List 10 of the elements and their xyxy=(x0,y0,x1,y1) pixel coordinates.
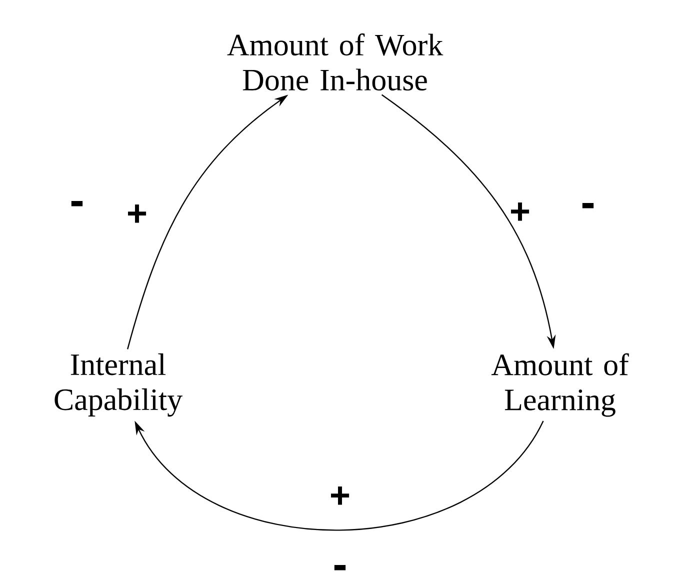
polarity-sign: - xyxy=(582,203,594,208)
polarity-sign: - xyxy=(71,201,83,206)
polarity-sign: + xyxy=(331,486,350,505)
arrow xyxy=(134,420,544,531)
polarity-sign: - xyxy=(334,565,346,570)
node-label: Amount of Work Done In-house xyxy=(227,33,444,91)
polarity-sign: + xyxy=(128,204,146,223)
node-label: Amount of Learning xyxy=(491,353,629,417)
polarity-sign: + xyxy=(511,202,530,221)
node-label: Internal Capability xyxy=(54,353,182,417)
